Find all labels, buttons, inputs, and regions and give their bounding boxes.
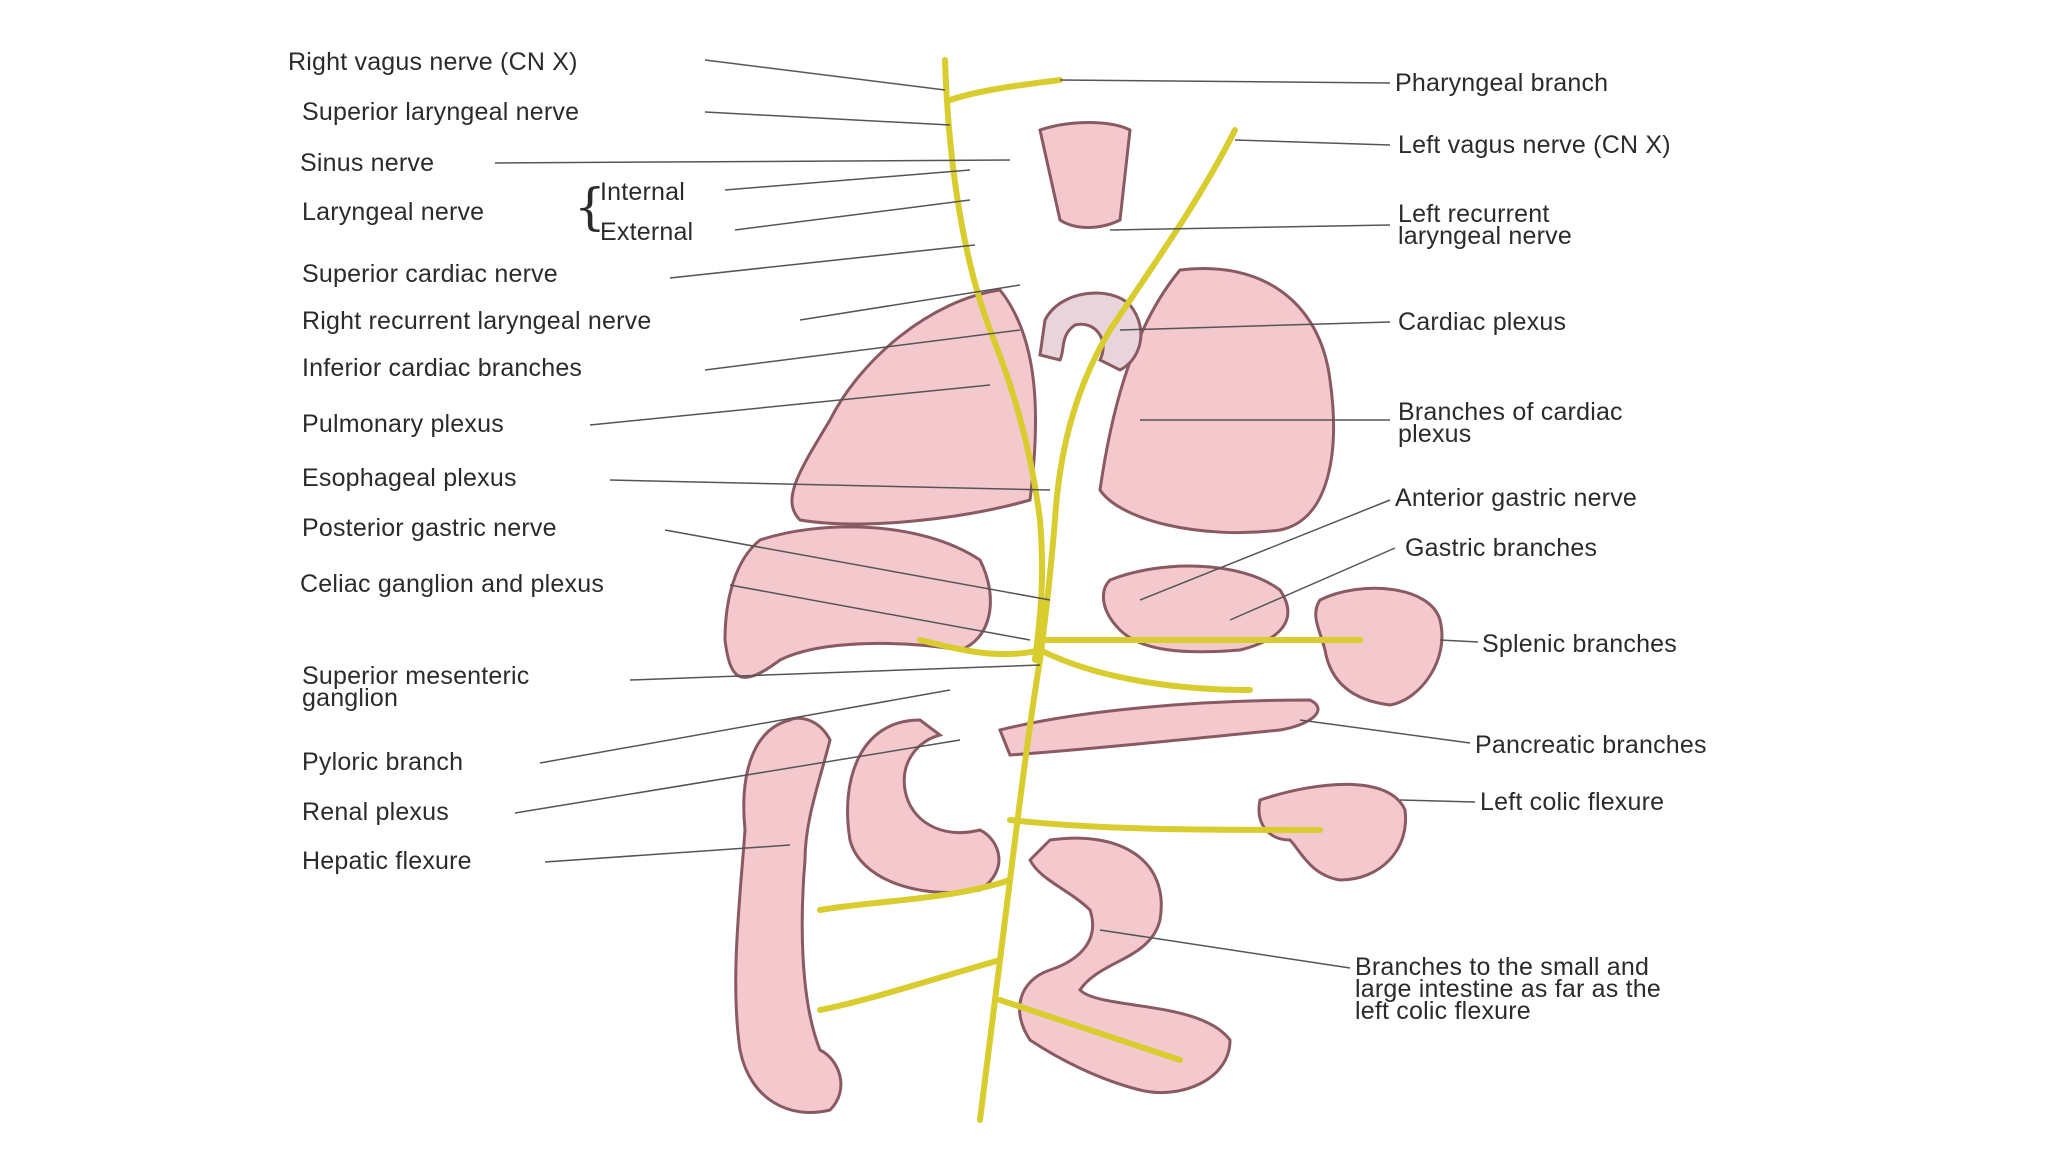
label-cardiac-plexus: Cardiac plexus [1398, 308, 1567, 336]
larynx [1038, 121, 1132, 229]
small-intestine [1018, 836, 1232, 1095]
leader-right-vagus [704, 59, 946, 91]
label-splenic-branches: Splenic branches [1482, 630, 1677, 658]
label-esophageal-plexus: Esophageal plexus [302, 464, 517, 492]
laryngeal-brace: { [574, 178, 606, 236]
leader-sup-mesenteric [629, 664, 1041, 681]
pharyngeal-nerve [947, 77, 1063, 103]
label-superior-mesenteric-2: ganglion [302, 684, 399, 712]
leader-posterior-gastric [664, 529, 1051, 601]
leader-gastric-branches [1229, 547, 1396, 621]
label-internal: Internal [600, 178, 685, 206]
leader-esophageal [609, 479, 1051, 491]
label-celiac-ganglion: Celiac ganglion and plexus [300, 570, 605, 598]
label-renal-plexus: Renal plexus [302, 798, 449, 826]
leader-superior-cardiac [669, 244, 976, 279]
ascending-colon [734, 716, 843, 1114]
intestinal-branches [817, 657, 1323, 1123]
label-branches-cardiac-2: plexus [1398, 420, 1472, 448]
leader-superior-laryngeal [704, 111, 951, 126]
liver [723, 525, 992, 679]
duodenum [846, 718, 1001, 895]
label-superior-laryngeal-nerve: Superior laryngeal nerve [302, 98, 580, 126]
label-superior-mesenteric-1: Superior mesenteric [302, 662, 530, 690]
label-anterior-gastric-nerve: Anterior gastric nerve [1395, 484, 1637, 512]
label-right-recurrent-laryngeal: Right recurrent laryngeal nerve [302, 307, 652, 335]
leader-pyloric [539, 689, 951, 764]
right-lung [790, 288, 1038, 526]
leader-pulmonary [589, 384, 991, 426]
right-vagus-trunk [942, 57, 1046, 663]
label-left-recurrent-1: Left recurrent [1398, 200, 1550, 228]
leader-celiac [729, 584, 1031, 641]
leader-internal [724, 169, 971, 191]
leader-right-recurrent [799, 284, 1021, 321]
label-pharyngeal-branch: Pharyngeal branch [1395, 69, 1609, 97]
leader-splenic [1439, 639, 1479, 643]
label-sinus-nerve: Sinus nerve [300, 149, 435, 177]
label-hepatic-flexure: Hepatic flexure [302, 847, 472, 875]
leader-inferior-cardiac [704, 329, 1021, 371]
leader-left-colic [1399, 799, 1476, 803]
label-intestine-3: left colic flexure [1355, 997, 1531, 1025]
leader-left-vagus [1234, 139, 1391, 146]
label-posterior-gastric-nerve: Posterior gastric nerve [302, 514, 557, 542]
left-colic-flexure [1257, 782, 1408, 882]
leader-external [734, 199, 971, 231]
pancreas [997, 698, 1320, 757]
leader-renal [514, 739, 961, 814]
leader-left-recurrent [1109, 224, 1391, 231]
label-pyloric-branch: Pyloric branch [302, 748, 464, 776]
organs [723, 121, 1444, 1114]
nerves [817, 57, 1363, 1123]
leader-hepatic [544, 844, 791, 863]
leader-intestine [1099, 929, 1351, 969]
leader-anterior-gastric [1139, 499, 1391, 601]
leader-cardiac-plexus [1119, 321, 1391, 331]
label-branches-cardiac-1: Branches of cardiac [1398, 398, 1623, 426]
celiac-branches [917, 636, 1363, 693]
label-pulmonary-plexus: Pulmonary plexus [302, 410, 504, 438]
label-superior-cardiac-nerve: Superior cardiac nerve [302, 260, 558, 288]
leader-lines [494, 59, 1479, 969]
left-vagus-trunk [1037, 127, 1238, 663]
label-inferior-cardiac-branches: Inferior cardiac branches [302, 354, 583, 382]
aortic-arch [1038, 291, 1143, 372]
label-left-recurrent-2: laryngeal nerve [1398, 222, 1572, 250]
leader-sinus [494, 159, 1011, 164]
label-pancreatic-branches: Pancreatic branches [1475, 731, 1707, 759]
label-right-vagus-nerve: Right vagus nerve (CN X) [288, 48, 578, 76]
label-intestine-2: large intestine as far as the [1355, 975, 1661, 1003]
label-gastric-branches: Gastric branches [1405, 534, 1598, 562]
leader-pharyngeal [1059, 79, 1391, 84]
leader-pancreatic [1299, 719, 1471, 744]
label-external: External [600, 218, 694, 246]
stomach [1101, 564, 1290, 654]
label-left-vagus-nerve: Left vagus nerve (CN X) [1398, 131, 1671, 159]
left-lung [1098, 267, 1335, 535]
label-left-colic-flexure: Left colic flexure [1480, 788, 1665, 816]
label-laryngeal-nerve: Laryngeal nerve [302, 198, 485, 226]
spleen [1314, 586, 1444, 707]
label-intestine-1: Branches to the small and [1355, 953, 1650, 981]
